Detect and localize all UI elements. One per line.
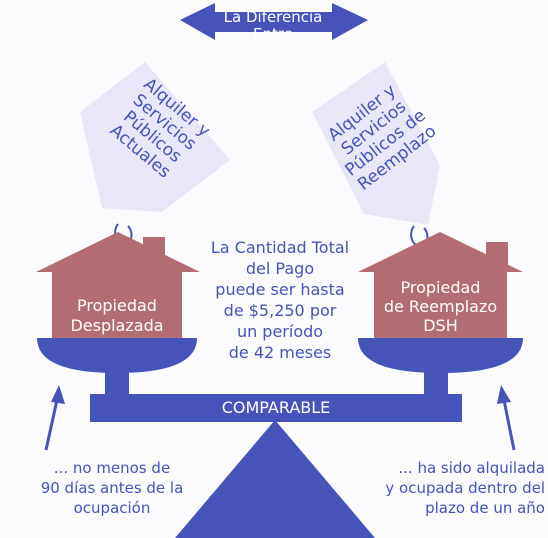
- comparable-label: COMPARABLE: [221, 398, 331, 417]
- center-line-5: un período: [236, 322, 324, 341]
- bottom-right-caption: ... ha sido alquilada y ocupada dentro d…: [360, 458, 545, 518]
- top-arrow-label: La Diferencia Entre: [205, 9, 341, 43]
- bottom-left-line-1: ... no menos de: [53, 459, 171, 477]
- center-payment-text: La Cantidad Total del Pago puede ser has…: [198, 237, 362, 363]
- bottom-left-line-3: ocupación: [73, 499, 151, 517]
- top-arrow-line-2: Entre: [253, 25, 293, 43]
- left-house-line-2: Desplazada: [70, 316, 164, 335]
- left-pointer-arrow: [44, 385, 65, 451]
- right-house-line-3: DSH: [423, 316, 458, 335]
- top-arrow-line-1: La Diferencia: [223, 8, 323, 26]
- left-house-label: Propiedad Desplazada: [52, 296, 182, 336]
- center-line-2: del Pago: [245, 259, 315, 278]
- right-house: [358, 232, 523, 373]
- right-tag: [312, 62, 440, 225]
- right-house-line-2: de Reemplazo: [383, 297, 498, 316]
- balance-beam: [90, 370, 462, 422]
- top-double-arrow: [180, 3, 368, 40]
- center-line-1: La Cantidad Total: [210, 238, 350, 257]
- bottom-left-line-2: 90 días antes de la: [40, 479, 184, 497]
- center-line-6: de 42 meses: [228, 343, 332, 362]
- bottom-right-line-3: plazo de un año: [425, 499, 545, 517]
- right-pointer-arrow: [497, 385, 516, 451]
- right-house-line-1: Propiedad: [400, 278, 481, 297]
- left-house-line-1: Propiedad: [77, 296, 157, 315]
- right-house-label: Propiedad de Reemplazo DSH: [374, 278, 507, 335]
- left-tag: [80, 62, 230, 212]
- center-line-4: de $5,250 por: [223, 301, 337, 320]
- bottom-left-caption: ... no menos de 90 días antes de la ocup…: [22, 458, 202, 518]
- bottom-right-line-2: y ocupada dentro del: [385, 479, 545, 497]
- center-line-3: puede ser hasta: [215, 280, 345, 299]
- bottom-right-line-1: ... ha sido alquilada: [398, 459, 545, 477]
- fulcrum-triangle: [175, 420, 375, 538]
- left-house: [36, 232, 200, 373]
